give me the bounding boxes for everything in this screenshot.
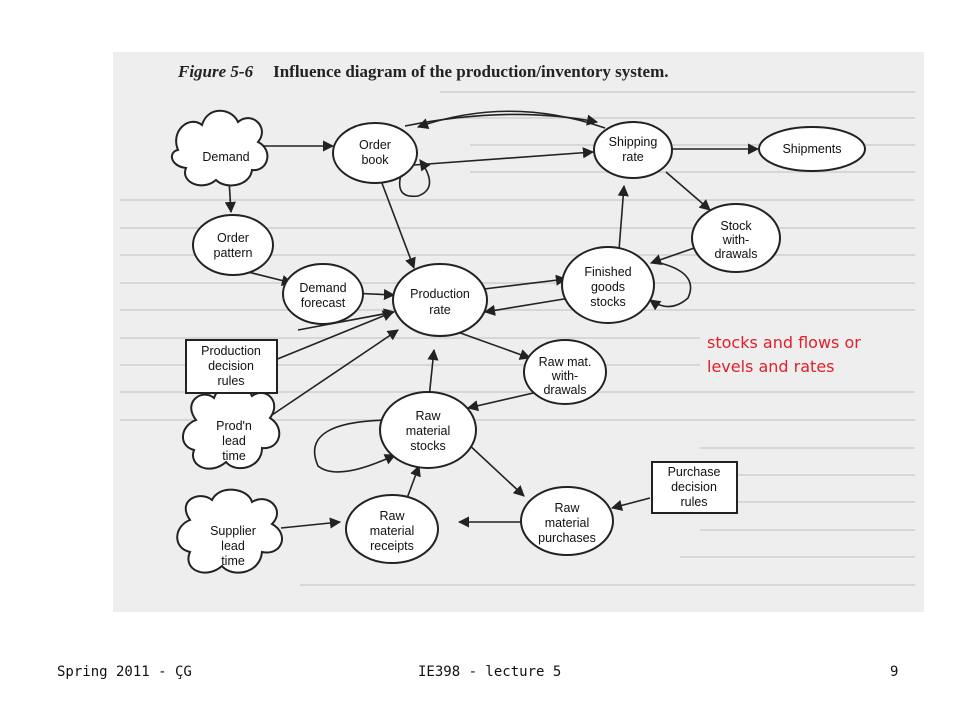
order-pattern-node <box>192 214 274 276</box>
purchase-rules-box <box>651 461 738 514</box>
demand-cloud <box>170 109 269 187</box>
finished-goods-node <box>561 246 655 324</box>
red-annotation: stocks and flows or levels and rates <box>707 331 861 379</box>
footer-course-term: Spring 2011 - ÇG <box>57 664 192 680</box>
figure-caption: Influence diagram of the production/inve… <box>273 62 669 81</box>
raw-material-receipts-node <box>345 494 439 564</box>
stock-withdrawals-node <box>691 203 781 273</box>
footer-lecture: IE398 - lecture 5 <box>418 664 562 680</box>
prod-lead-time-cloud <box>182 384 281 470</box>
production-rules-box <box>185 339 278 394</box>
shipping-rate-node <box>593 121 673 179</box>
figure-title: Figure 5-6 Influence diagram of the produ… <box>178 62 669 82</box>
footer-page-number: 9 <box>890 664 899 680</box>
supplier-lead-time-cloud <box>176 488 283 574</box>
order-book-node <box>332 122 418 184</box>
annotation-line-2: levels and rates <box>707 357 835 376</box>
production-rate-node <box>392 263 488 337</box>
raw-mat-withdrawals-node <box>523 339 607 405</box>
demand-label: Demand <box>202 150 249 164</box>
figure-number: Figure 5-6 <box>178 62 254 81</box>
raw-material-stocks-node <box>379 391 477 469</box>
influence-arrows <box>224 110 760 529</box>
raw-material-purchases-node <box>520 486 614 556</box>
annotation-line-1: stocks and flows or <box>707 333 861 352</box>
shipments-node <box>758 126 866 172</box>
raw-mat-withdrawals-label: Raw mat.with-drawals <box>539 355 592 397</box>
shipments-label: Shipments <box>782 142 841 156</box>
demand-forecast-node <box>282 263 364 325</box>
